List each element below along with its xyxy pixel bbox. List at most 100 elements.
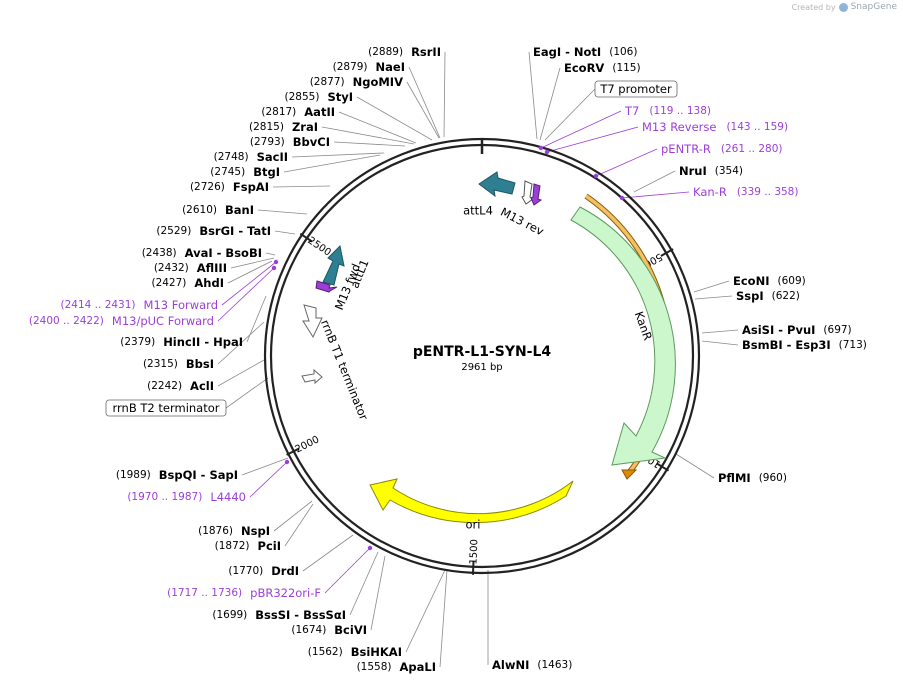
site-label-bcivi[interactable]: (1674) BciVI [291,623,367,637]
site-label-styi[interactable]: (2855)StyI [285,90,353,104]
primer-mark-t7 [538,145,544,151]
leader-bbvci [333,141,406,147]
site-name: BciVI [334,623,367,637]
site-name: BsiHKAI [351,645,402,659]
site-name: BspQI - SapI [159,468,238,482]
primer-range: (2414 .. 2431) [61,299,136,311]
leader-apali [439,569,448,668]
leader-bsssi-bsss-i [349,551,379,616]
site-position: (2610) [182,204,217,216]
primer-mark-m13-puc-forward [271,265,277,271]
site-label-alwni[interactable]: AlwNI (1463) [492,658,572,672]
site-label-econi[interactable]: EcoNI(609) [733,274,806,288]
site-position: (1674) [291,624,326,636]
boxed-label-rrnb-t2-terminator[interactable]: rrnB T2 terminator [105,399,227,417]
primer-label-kan-r[interactable]: Kan-R (339 .. 358) [693,185,798,199]
leader-zrai [321,126,415,145]
feature-label-m13-rev: M13 rev [498,205,546,239]
primer-label-pentr-r[interactable]: pENTR-R(261 .. 280) [661,142,783,156]
site-label-bsssi-bsss-i[interactable]: (1699)BssSI - BssSαI [212,608,346,622]
primer-label-t7[interactable]: T7(119 .. 138) [624,104,711,118]
site-label-ecorv[interactable]: EcoRV(115) [564,61,641,75]
site-label-bsrgi-tati[interactable]: (2529)BsrGI - TatI [156,224,271,238]
primer-mark-pentr-r [593,173,599,179]
created-by-text: Created by [791,2,836,12]
site-label-afliii[interactable]: (2432)AflIII [154,261,227,275]
site-label-bbvci[interactable]: (2793)BbvCI [250,135,330,149]
leader-ngomiv [406,81,440,139]
primer-label-l4440[interactable]: (1970 .. 1987)L4440 [127,490,246,504]
primer-label-pbr322ori-f[interactable]: (1717 .. 1736)pBR322ori-F [167,586,321,600]
site-label-pflmi[interactable]: PflMI(960) [718,471,787,485]
site-label-btgi[interactable]: (2745)BtgI [210,165,280,179]
site-position: (1989) [116,469,151,481]
site-label-drdi[interactable]: (1770)DrdI [228,564,299,578]
primer-label-m13-reverse[interactable]: M13 Reverse(143 .. 159) [642,120,788,134]
site-label-ahdi[interactable]: (2427)AhdI [151,276,224,290]
site-label-naei[interactable]: (2879)NaeI [333,60,405,74]
site-name: BbsI [186,357,214,371]
primer-name: L4440 [210,490,246,504]
feature-label-rrnb-t1-terminator: rrnB T1 terminator [318,318,371,423]
site-position: (1463) [537,659,572,671]
plasmid-length: 2961 bp [461,362,502,373]
site-position: (609) [777,275,805,287]
leader-m13-reverse [546,126,639,153]
site-label-ngomiv[interactable]: (2877)NgoMIV [310,75,403,89]
site-label-fspai[interactable]: (2726)FspAI [190,180,269,194]
site-name: BtgI [253,165,280,179]
leader-l4440 [249,461,288,498]
site-label-bsmbi-esp3i[interactable]: BsmBI - Esp3I(713) [742,338,867,352]
site-name: BssSI - BssSαI [255,608,346,622]
site-label-aatii[interactable]: (2817)AatII [261,105,335,119]
site-label-rsrii[interactable]: (2889)RsrII [368,45,441,59]
site-label-nspi[interactable]: (1876)NspI [198,524,270,538]
primer-range: (339 .. 358) [737,186,799,198]
site-name: FspAI [233,180,269,194]
site-label-bsihkai[interactable]: (1562)BsiHKAI [308,645,402,659]
label-leader-lines [217,51,739,668]
leader-ahdi [227,260,273,284]
site-name: BbvCI [293,135,330,149]
primer-name: M13 Forward [144,298,218,312]
primer-label-m13-puc-forward[interactable]: (2400 .. 2422)M13/pUC Forward [29,314,214,328]
boxed-label-t7-promoter[interactable]: T7 promoter [594,80,678,98]
site-label-hincii-hpai[interactable]: (2379)HincII - HpaI [120,335,243,349]
leader-bsrgi-tati [274,230,296,235]
site-position: (2529) [156,225,191,237]
site-name: AlwNI [492,658,529,672]
primer-range: (261 .. 280) [721,143,783,155]
site-label-bspqi-sapi[interactable]: (1989) BspQI - SapI [116,468,238,482]
primer-range: (2400 .. 2422) [29,315,104,327]
tick-2000 [286,447,300,456]
site-label-asisi-pvui[interactable]: AsiSI - PvuI(697) [742,323,852,337]
site-label-apali[interactable]: (1558)ApaLI [357,660,436,674]
site-label-nrui[interactable]: NruI(354) [679,164,743,178]
leader-ecorv [539,67,561,141]
primer-label-m13-forward[interactable]: (2414 .. 2431) M13 Forward [61,298,218,312]
site-name: AflIII [197,261,227,275]
leader-fspai [272,185,331,188]
site-label-avai-bsobi[interactable]: (2438)AvaI - BsoBI [142,246,262,260]
site-name: AclI [190,379,214,393]
site-name: PflMI [718,471,751,485]
site-label-acli[interactable]: (2242)AclI [147,379,214,393]
primer-name: Kan-R [693,185,727,199]
leader-drdi [302,534,354,572]
site-label-zrai[interactable]: (2815)ZraI [249,120,318,134]
site-label-eagi-noti[interactable]: EagI - NotI(106) [533,45,637,59]
site-label-pcii[interactable]: (1872)PciI [215,539,281,553]
site-label-sspi[interactable]: SspI(622) [736,289,800,303]
leader-btgi [283,154,381,173]
site-label-sacii[interactable]: (2748)SacII [214,150,288,164]
snapgene-brand-text: SnapGene [850,2,897,12]
leader-bsmbi-esp3i [701,340,739,346]
leader-bbsi [217,321,265,365]
site-label-bbsi[interactable]: (2315)BbsI [143,357,214,371]
site-position: (2879) [333,61,368,73]
site-label-bani[interactable]: (2610)BanI [182,203,254,217]
tick-label-2500: 2500 [306,235,333,258]
tick-500 [660,248,674,257]
attl1-feature-arrow [322,244,345,286]
